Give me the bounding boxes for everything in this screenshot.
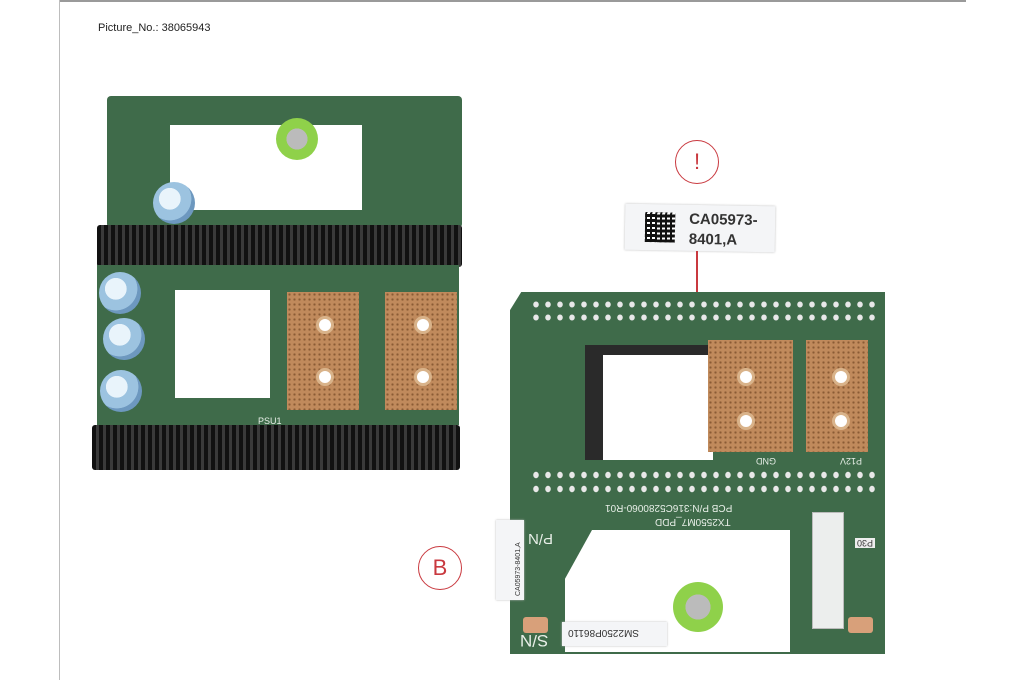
- thumbscrew-icon: [276, 118, 318, 160]
- leader-line: [696, 251, 698, 296]
- datamatrix-icon: [644, 212, 676, 243]
- small-label: CA05973-8401,A: [496, 520, 524, 600]
- silk-pn: P/N: [528, 530, 554, 547]
- left-border: [59, 0, 60, 680]
- part-label: CA05973- 8401,A: [624, 203, 776, 253]
- silk-p12v: P12V: [840, 456, 863, 466]
- copper-pad: [385, 292, 457, 410]
- picture-number: Picture_No.: 38065943: [98, 22, 211, 34]
- label-line1: CA05973-: [689, 210, 758, 230]
- copper-pad: [287, 292, 359, 410]
- silk-pcb-pn: PCB P/N:316C5280060-R01: [605, 502, 733, 513]
- silk-psu1: PSU1: [258, 416, 282, 426]
- silk-model: TX2550M7_PDD: [655, 516, 731, 527]
- silk-sn: S/N: [520, 631, 549, 650]
- serial-label: SM2250P86110: [562, 622, 667, 646]
- silk-p30: P30: [855, 538, 876, 548]
- board-callout: B: [418, 546, 462, 590]
- silk-gnd: GND: [756, 456, 776, 466]
- thumbscrew-icon: [673, 582, 723, 632]
- connector: [92, 425, 460, 470]
- label-line2: 8401,A: [688, 230, 738, 249]
- info-callout: !: [675, 140, 719, 184]
- capacitor: [153, 182, 195, 224]
- connector: [97, 225, 462, 267]
- top-border: [60, 0, 966, 2]
- power-connector: [812, 512, 844, 629]
